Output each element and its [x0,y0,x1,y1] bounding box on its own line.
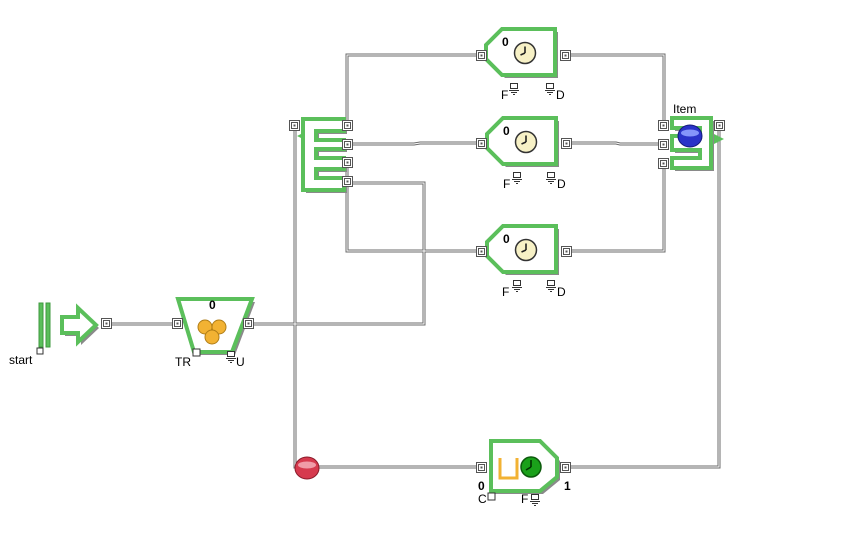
item-input-port-3[interactable] [658,158,669,169]
start-arrow-icon [60,303,99,347]
item-input-port-2[interactable] [658,139,669,150]
start-trigger-port[interactable] [36,347,44,355]
splitter-output-port-4[interactable] [342,176,353,187]
queue-output-port[interactable] [243,318,254,329]
timer-clock-icon [520,456,542,478]
item-label: Item [673,102,696,116]
timer-f-port[interactable] [530,494,540,506]
queue-u-port[interactable] [226,351,236,363]
delay-2-count: 0 [503,124,510,138]
delay-block-1[interactable]: 0 F D [476,27,571,102]
queue-input-port[interactable] [172,318,183,329]
delay-2-output-port[interactable] [561,138,572,149]
wire-splitter-to-delay-3[interactable] [345,160,476,253]
wire-delay-3-to-item[interactable] [568,164,666,253]
delay-1-d-port[interactable] [545,83,555,95]
timer-right-value: 1 [564,479,571,493]
start-block[interactable]: start [9,302,112,367]
wire-queue-to-splitter[interactable] [254,181,426,326]
timer-left-value: 0 [478,479,485,493]
delay-2-f-port[interactable] [512,172,522,184]
clock-icon [514,238,538,262]
delay-3-d-port[interactable] [546,280,556,292]
start-output-port[interactable] [101,318,112,329]
delay-1-input-port[interactable] [476,50,487,61]
delay-1-port-left-label: F [501,88,508,102]
clock-icon [513,41,537,65]
delay-2-input-port[interactable] [476,138,487,149]
delay-1-f-port[interactable] [509,83,519,95]
item-output-port[interactable] [714,120,725,131]
timer-output-port[interactable] [560,462,571,473]
timer-port-right-label: F [521,492,528,506]
delay-block-3[interactable]: 0 F D [476,224,572,299]
delay-3-port-left-label: F [502,285,509,299]
timer-c-port[interactable] [487,492,496,501]
item-input-port-1[interactable] [658,120,669,131]
wire-delay-1-to-item[interactable] [568,53,666,125]
delay-1-port-right-label: D [556,88,565,102]
bucket-icon [498,458,519,480]
delay-3-output-port[interactable] [561,246,572,257]
delay-block-2[interactable]: 0 F D [476,116,572,191]
delay-2-port-left-label: F [503,177,510,191]
start-label: start [9,353,33,367]
ball-icon [677,124,703,148]
entities-icon [197,319,227,345]
red-ball-icon[interactable] [294,456,320,480]
queue-tr-port[interactable] [192,348,201,357]
splitter-input-port[interactable] [289,120,300,131]
timer-port-left-label: C [478,492,487,506]
queue-block[interactable]: 0 TR U [172,297,256,369]
wire-splitter-to-delay-1[interactable] [345,53,476,129]
wire-item-to-timer[interactable] [568,125,721,469]
splitter-output-port-1[interactable] [342,120,353,131]
delay-2-d-port[interactable] [546,172,556,184]
splitter-output-port-3[interactable] [342,157,353,168]
delay-3-port-right-label: D [557,285,566,299]
queue-port-right-label: U [236,355,245,369]
delay-1-output-port[interactable] [560,50,571,61]
delay-1-count: 0 [502,35,509,49]
splitter-block[interactable] [289,117,353,193]
delay-3-count: 0 [503,232,510,246]
queue-count: 0 [209,298,216,312]
delay-3-input-port[interactable] [476,246,487,257]
wires [112,53,721,469]
timer-input-port[interactable] [476,462,487,473]
timer-block[interactable]: 0 1 C F [476,439,572,506]
queue-port-left-label: TR [175,355,191,369]
item-sink-block[interactable]: Item [658,102,725,171]
clock-icon [514,130,538,154]
splitter-output-port-2[interactable] [342,139,353,150]
delay-3-f-port[interactable] [512,280,522,292]
delay-2-port-right-label: D [557,177,566,191]
